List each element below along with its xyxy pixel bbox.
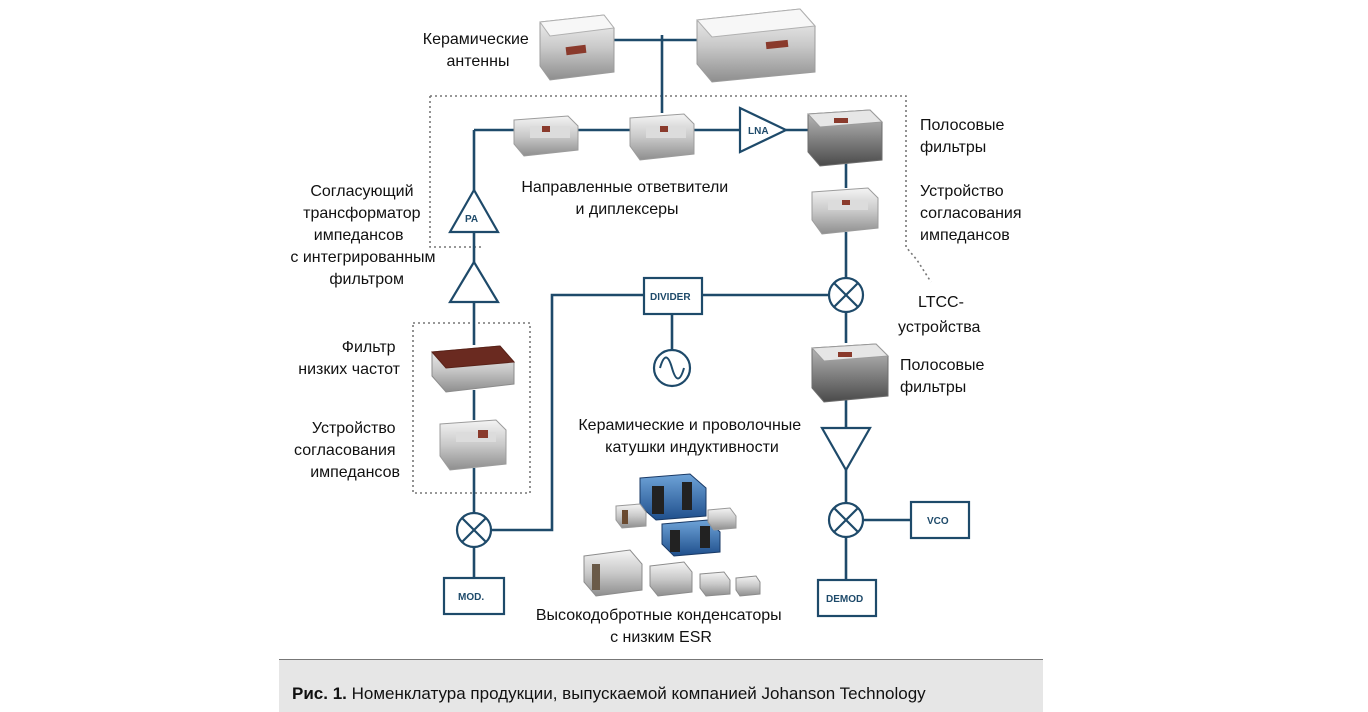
ceramic-antenna-chip-large	[695, 8, 817, 83]
figure-caption: Рис. 1. Номенклатура продукции, выпускае…	[292, 684, 926, 704]
rx-amplifier	[820, 426, 872, 473]
label-inductors: Керамические и проволочные катушки индук…	[578, 417, 805, 456]
label-directional-couplers: Направленные ответвители и диплексеры	[521, 179, 732, 218]
label-bandpass-filters-top: Полосовые фильтры	[920, 117, 1009, 156]
mixer-rx-1	[827, 276, 865, 314]
label-bandpass-filters-mid: Полосовые фильтры	[900, 357, 989, 396]
divider-label: DIVIDER	[650, 292, 691, 303]
matching-device-chip-right	[811, 187, 879, 235]
pa-label: PA	[465, 214, 478, 225]
matching-device-chip-left	[439, 419, 507, 471]
bandpass-filter-chip-mid	[810, 343, 890, 403]
mod-block: MOD.	[442, 576, 506, 616]
label-ceramic-antennas: Керамические антенны	[423, 31, 533, 70]
oscillator-source	[652, 348, 692, 388]
mod-label: MOD.	[458, 592, 484, 603]
mixer-tx	[455, 511, 493, 549]
lna-amplifier: LNA	[738, 106, 789, 154]
label-ltcc-devices: LTCC- устройства	[898, 294, 981, 336]
driver-amplifier	[448, 259, 500, 304]
capacitors-cluster	[583, 549, 761, 597]
vco-block: VCO	[909, 500, 971, 540]
caption-prefix: Рис. 1.	[292, 684, 347, 703]
ltcc-zone	[429, 95, 932, 283]
caption-band	[279, 659, 1043, 712]
diplexer-chip	[629, 113, 695, 161]
pa-amplifier: PA	[448, 187, 500, 234]
filter-zone	[412, 322, 531, 494]
label-impedance-transformer: Согласующий трансформатор импедансов с и…	[290, 183, 440, 288]
bandpass-filter-chip-top	[806, 109, 884, 167]
caption-text: Номенклатура продукции, выпускаемой комп…	[346, 684, 926, 703]
label-lowpass-filter: Фильтр низких частот	[298, 339, 400, 378]
demod-label: DEMOD	[826, 594, 863, 605]
label-capacitors: Высокодобротные конденсаторы с низким ES…	[536, 607, 786, 646]
demod-block: DEMOD	[816, 578, 878, 618]
label-matching-device-left: Устройство согласования импедансов	[294, 420, 400, 481]
vco-label: VCO	[927, 516, 949, 527]
divider-block: DIVIDER	[642, 276, 704, 316]
lna-label: LNA	[748, 126, 769, 137]
signal-wires	[472, 35, 911, 580]
lowpass-filter-chip	[430, 345, 516, 393]
ceramic-antenna-chip	[539, 14, 615, 81]
mixer-rx-2	[827, 501, 865, 539]
directional-coupler-chip	[513, 115, 579, 157]
inductors-cluster	[615, 473, 737, 557]
label-matching-device-right: Устройство согласования импедансов	[920, 183, 1026, 244]
